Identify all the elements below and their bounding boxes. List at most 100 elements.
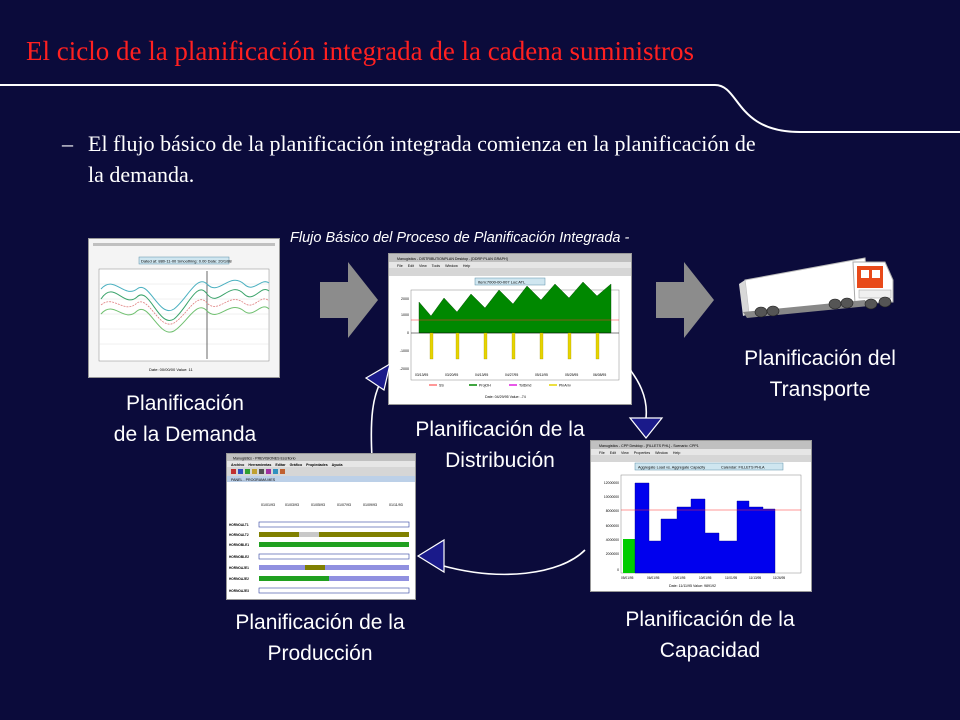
capacity-x-tick: 11/13/95: [749, 576, 761, 580]
svg-text:Archivo Herramientas: Archivo Herramientas Editar Gráfico Prop…: [231, 463, 343, 467]
distribution-legend-plnarrv: PlnArrv: [559, 384, 571, 388]
distribution-y-tick: 0: [407, 331, 409, 335]
production-date: 01/03/93: [285, 503, 299, 507]
caption-transport-line2: Transporte: [769, 378, 871, 401]
capacity-screenshot-graphic: Manugistics - CPP Desktop - [FILLETS PHL…: [591, 441, 811, 591]
production-menu-propiedades[interactable]: Propiedades: [306, 463, 328, 467]
capacity-y-tick: 10000000: [604, 495, 619, 499]
capacity-y-tick: 4000000: [606, 538, 619, 542]
capacity-y-tick: 12000000: [604, 481, 619, 485]
production-date: 01/07/93: [337, 503, 351, 507]
production-row-label: HORNOALT1: [229, 523, 249, 527]
production-row-label: HORNOAJE1: [229, 566, 249, 570]
production-row-label: HORNOAJE2: [229, 577, 249, 581]
demand-screenshot-graphic: Dated at: 880-11-00 Smoothing: 0.00 Date…: [89, 239, 279, 377]
production-gantt: [258, 521, 410, 594]
distribution-menu-file[interactable]: File: [397, 264, 403, 268]
distribution-screenshot-graphic: Manugistics - DISTRIBUTIONPLAN Desktop -…: [389, 254, 631, 404]
distribution-x-tick: 04/13/95: [475, 373, 488, 377]
capacity-y-tick: 2000000: [606, 552, 619, 556]
production-window-title: Manugistics - PREVISIONES Escritorio: [233, 457, 296, 461]
distribution-menu-view[interactable]: View: [419, 264, 427, 268]
truck-icon: [739, 257, 894, 318]
caption-transport: Planificación del Transporte: [710, 343, 930, 405]
production-date: 01/11/93: [389, 503, 403, 507]
distribution-status: Date: 04/29/95 Value: -74: [485, 395, 526, 399]
capacity-menu-edit[interactable]: Edit: [610, 451, 616, 455]
distribution-window-title: Manugistics - DISTRIBUTIONPLAN Desktop -…: [397, 257, 508, 261]
capacity-window-title: Manugistics - CPP Desktop - [FILLETS PHL…: [599, 444, 699, 448]
capacity-y-tick: 6000000: [606, 524, 619, 528]
distribution-menu-help[interactable]: Help: [463, 264, 470, 268]
production-menu-editar[interactable]: Editar: [275, 463, 286, 467]
production-toolbar-icons: [231, 469, 285, 474]
capacity-menu-file[interactable]: File: [599, 451, 605, 455]
caption-transport-line1: Planificación del: [744, 347, 896, 370]
distribution-menu-tools[interactable]: Tools: [432, 264, 441, 268]
capacity-menu-properties[interactable]: Properties: [634, 451, 651, 455]
distribution-y-tick: -2000: [400, 367, 409, 371]
capacity-menu-view[interactable]: View: [621, 451, 629, 455]
production-date: 01/05/93: [311, 503, 325, 507]
distribution-info: Item:7000-00-007 Loc:ATL: [478, 280, 526, 285]
distribution-x-tick: 05/25/95: [565, 373, 578, 377]
capacity-x-tick: 10/01/95: [673, 576, 686, 580]
distribution-x-tick: 05/11/95: [535, 373, 548, 377]
flow-arrow-1: [320, 262, 378, 338]
distribution-x-tick: 03/20/95: [445, 373, 458, 377]
caption-demand-line2: de la Demanda: [113, 423, 257, 446]
distribution-menu-window[interactable]: Window: [445, 264, 458, 268]
bullet-text: El flujo básico de la planificación inte…: [88, 131, 756, 187]
production-panel-title: PANEL - PROGRAMA MES: [231, 478, 276, 482]
capacity-x-tick: 11/01/95: [725, 576, 737, 580]
capacity-menu-window[interactable]: Window: [655, 451, 668, 455]
distribution-legend-projoh: ProjOH: [479, 384, 491, 388]
capacity-x-tick: 05/01/95: [621, 576, 634, 580]
capacity-status: Date: 11/11/95 Value: 989192: [669, 584, 716, 588]
distribution-x-tick: 04/27/95: [505, 373, 518, 377]
svg-text:File Edit View: File Edit View Tools Window Help: [397, 264, 470, 268]
production-row-label: HORNOBLE2: [229, 555, 249, 559]
demand-info: Dated at: 880-11-00 Smoothing: 0.00 Date…: [141, 259, 232, 264]
bullet-text-block: – El flujo básico de la planificación in…: [62, 128, 762, 190]
flow-title: Flujo Básico del Proceso de Planificació…: [290, 230, 630, 246]
production-screenshot: Manugistics - PREVISIONES Escritorio Arc…: [226, 453, 416, 600]
distribution-menu-edit[interactable]: Edit: [408, 264, 414, 268]
caption-production-line1: Planificación de la: [235, 611, 405, 634]
caption-production-line2: Producción: [267, 642, 373, 665]
distribution-y-tick: -1000: [400, 349, 409, 353]
capacity-menu-help[interactable]: Help: [673, 451, 680, 455]
bullet-dash: –: [62, 131, 73, 156]
production-menu-herramientas[interactable]: Herramientas: [248, 463, 271, 467]
caption-demand: Planificación de la Demanda: [80, 388, 290, 450]
demand-screenshot: Dated at: 880-11-00 Smoothing: 0.00 Date…: [88, 238, 280, 378]
flow-arrow-2: [656, 262, 714, 338]
distribution-legend-ss: SS: [439, 384, 444, 388]
caption-distribution-line1: Planificación de la: [415, 418, 585, 441]
production-date: 01/09/93: [363, 503, 377, 507]
caption-distribution: Planificación de la Distribución: [382, 414, 618, 476]
capacity-y-tick: 8000000: [606, 509, 619, 513]
production-row-label: HORNOAJE3: [229, 589, 249, 593]
production-row-label: HORNOBLE1: [229, 543, 249, 547]
capacity-x-tick: 10/01/95: [699, 576, 712, 580]
demand-status: Date: 00/00/00 Value: 11: [149, 367, 193, 372]
production-screenshot-graphic: Manugistics - PREVISIONES Escritorio Arc…: [227, 454, 415, 599]
distribution-legend-totdmd: TotDmd: [519, 384, 531, 388]
production-menu-ayuda[interactable]: Ayuda: [332, 463, 344, 467]
production-date: 01/01/93: [261, 503, 275, 507]
production-menu-archivo[interactable]: Archivo: [231, 463, 245, 467]
caption-production: Planificación de la Producción: [200, 607, 440, 669]
caption-capacity: Planificación de la Capacidad: [590, 604, 830, 666]
distribution-y-tick: 2000: [401, 297, 409, 301]
production-menu-grafico[interactable]: Gráfico: [290, 463, 303, 467]
svg-text:File Edit View: File Edit View Properties Window Help: [599, 451, 680, 455]
capacity-x-tick: 06/01/95: [647, 576, 660, 580]
caption-capacity-line2: Capacidad: [659, 639, 761, 662]
capacity-info-left: Aggregate Load vs. Aggregate Capacity: [638, 466, 705, 470]
caption-distribution-line2: Distribución: [445, 449, 555, 472]
caption-demand-line1: Planificación: [126, 392, 244, 415]
capacity-x-tick: 11/26/95: [773, 576, 785, 580]
capacity-y-tick: 0: [617, 568, 619, 572]
